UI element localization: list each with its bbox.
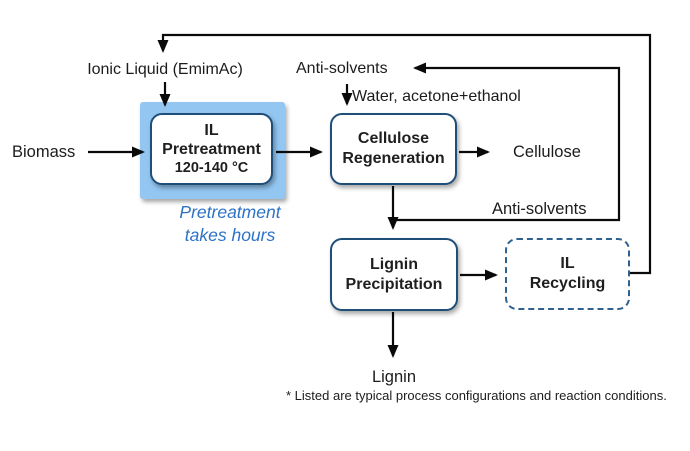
cellulose-regeneration-box: Cellulose Regeneration xyxy=(330,113,457,185)
cellulose-regeneration-line1: Cellulose xyxy=(357,130,430,148)
biomass-label: Biomass xyxy=(12,143,76,161)
il-pretreatment-line2: Pretreatment xyxy=(162,141,261,159)
arrow-antisolvents-recycle-loop xyxy=(394,62,621,222)
pretreatment-note-line2: takes hours xyxy=(184,224,276,245)
cellulose-output-label: Cellulose xyxy=(513,143,581,161)
il-pretreatment-temperature: 120-140 °C xyxy=(174,159,249,176)
lignin-output-label: Lignin xyxy=(371,368,417,386)
lignin-precipitation-line1: Lignin xyxy=(370,255,418,273)
ionic-liquid-label: Ionic Liquid (EmimAc) xyxy=(87,61,243,78)
il-pretreatment-box: IL Pretreatment 120-140 °C xyxy=(150,113,273,185)
arrow-il-recycle-loop xyxy=(157,33,652,275)
water-acetone-ethanol-label: Water, acetone+ethanol xyxy=(352,88,521,105)
pretreatment-duration-note: Pretreatment takes hours xyxy=(152,201,308,247)
cellulose-regeneration-line2: Regeneration xyxy=(342,150,445,167)
lignin-precipitation-box: Lignin Precipitation xyxy=(330,238,458,311)
footnote-text: * Listed are typical process configurati… xyxy=(286,388,667,403)
il-recycling-box: IL Recycling xyxy=(505,238,630,310)
lignin-precipitation-line2: Precipitation xyxy=(345,275,443,293)
il-pretreatment-line1: IL xyxy=(204,121,219,139)
pretreatment-note-line1: Pretreatment xyxy=(179,202,281,222)
anti-solvents-return-label: Anti-solvents xyxy=(492,200,587,218)
il-recycling-line2: Recycling xyxy=(529,275,606,292)
il-recycling-line1: IL xyxy=(560,255,575,273)
anti-solvents-input-label: Anti-solvents xyxy=(296,60,388,77)
